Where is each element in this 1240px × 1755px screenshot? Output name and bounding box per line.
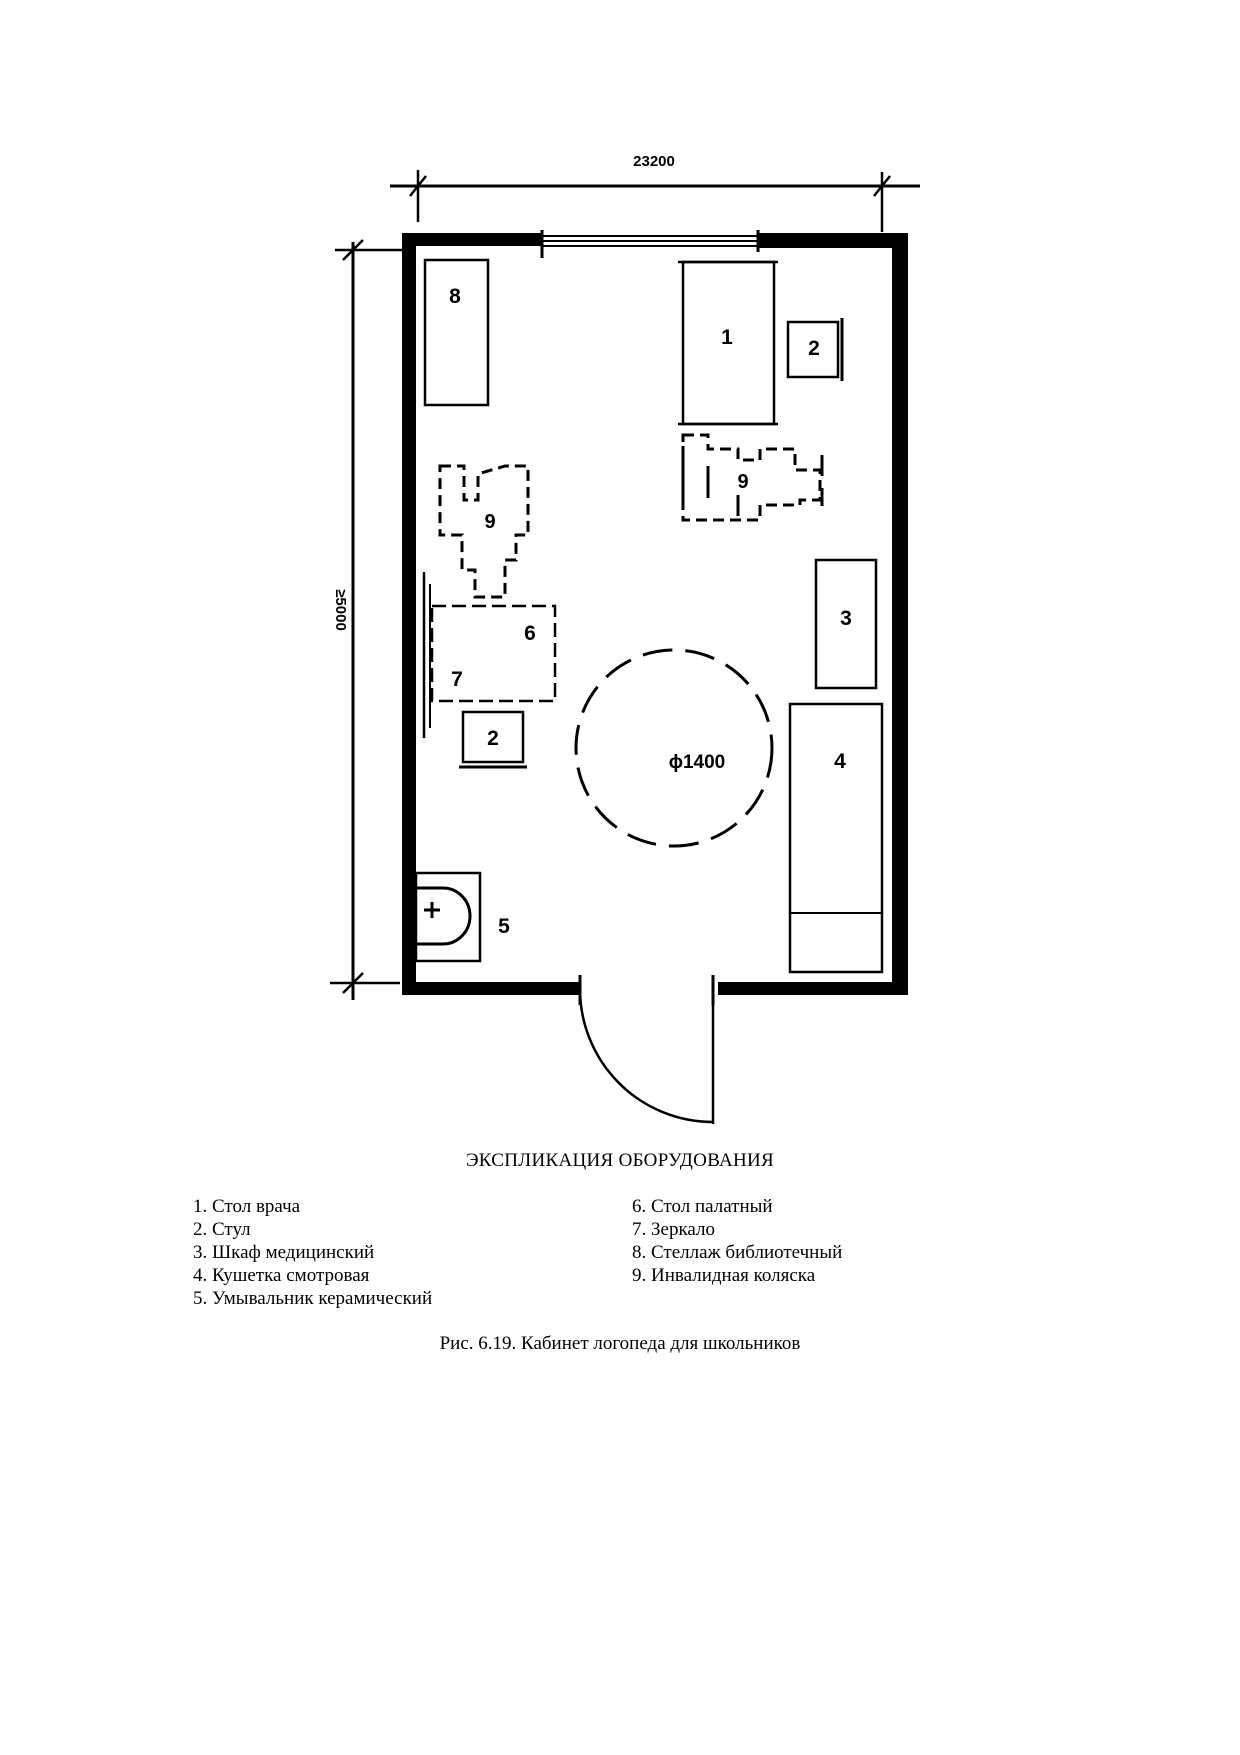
explication-title: ЭКСПЛИКАЦИЯ ОБОРУДОВАНИЯ (465, 1150, 775, 1171)
wheelchair-left (438, 464, 530, 599)
legend-item: 5. Умывальник керамический (193, 1288, 433, 1309)
label-5: 5 (498, 915, 510, 938)
dimension-line-height (330, 239, 405, 1000)
chair-top (786, 320, 840, 379)
dimension-line-width (390, 170, 920, 232)
circle-diameter-label: ϕ1400 (669, 752, 726, 773)
walls (402, 233, 908, 995)
label-3: 3 (840, 607, 852, 630)
examination-couch (788, 702, 884, 974)
turning-circle (574, 648, 774, 848)
floor-plan: 23200 ≥5000 8 1 2 9 9 3 6 7 2 ϕ1400 4 5 (330, 153, 920, 1124)
label-7: 7 (451, 668, 463, 691)
label-6: 6 (524, 622, 536, 645)
label-2-bottom: 2 (487, 727, 499, 750)
dimension-width-label: 23200 (633, 153, 675, 170)
chair-bottom (461, 710, 525, 764)
door (578, 975, 715, 1124)
label-9-right: 9 (737, 471, 748, 493)
mirror (422, 572, 431, 738)
legend-item: 9. Инвалидная коляска (632, 1265, 816, 1286)
legend-item: 2. Стул (193, 1219, 251, 1240)
dimension-height-label: ≥5000 (332, 589, 349, 631)
figure-caption: Рис. 6.19. Кабинет логопеда для школьник… (439, 1333, 801, 1354)
legend-item: 1. Стол врача (193, 1196, 301, 1217)
legend-left: 1. Стол врача 2. Стул 3. Шкаф медицински… (193, 1195, 432, 1310)
shelf (423, 258, 490, 407)
legend-item: 8. Стеллаж библиотечный (632, 1242, 843, 1263)
legend-item: 7. Зеркало (632, 1219, 715, 1240)
medical-cabinet (814, 558, 878, 690)
legend-right: 6. Стол палатный 7. Зеркало 8. Стеллаж б… (632, 1195, 842, 1287)
label-4: 4 (834, 750, 846, 773)
wheelchair-right (681, 433, 822, 522)
legend-item: 6. Стол палатный (632, 1196, 773, 1217)
legend-item: 3. Шкаф медицинский (193, 1242, 375, 1263)
legend-item: 4. Кушетка смотровая (193, 1265, 370, 1286)
label-1: 1 (721, 326, 733, 349)
sink (414, 871, 482, 963)
label-9-left: 9 (484, 511, 495, 533)
label-2-top: 2 (808, 337, 820, 360)
ward-table (430, 604, 557, 703)
window (540, 230, 760, 258)
label-8: 8 (449, 285, 461, 308)
